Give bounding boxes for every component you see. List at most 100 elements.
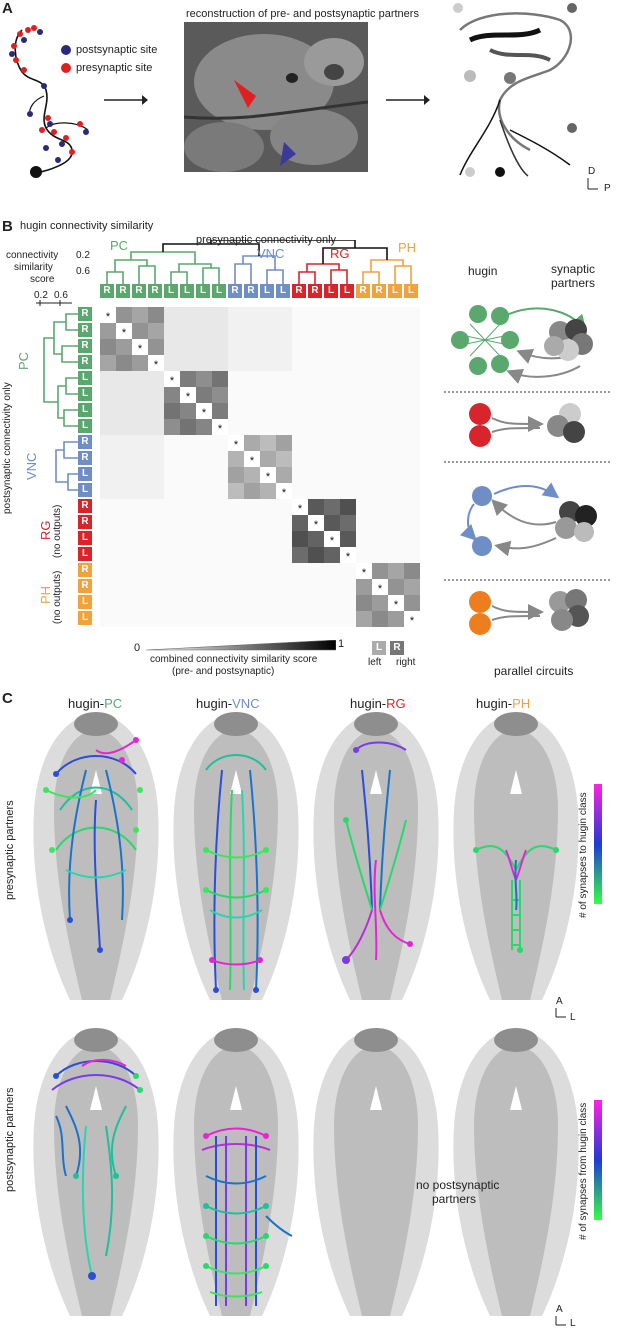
matrix-cell	[324, 323, 340, 339]
col-box: R	[244, 284, 258, 298]
matrix-cell	[388, 467, 404, 483]
matrix-cell	[180, 323, 196, 339]
col-box: L	[196, 284, 210, 298]
matrix-cell	[116, 419, 132, 435]
matrix-cell	[132, 435, 148, 451]
matrix-cell	[308, 515, 324, 531]
matrix-cell	[196, 419, 212, 435]
matrix-cell	[324, 387, 340, 403]
matrix-cell	[356, 547, 372, 563]
matrix-cell	[276, 515, 292, 531]
matrix-cell	[388, 579, 404, 595]
matrix-cell	[100, 467, 116, 483]
matrix-cell	[260, 435, 276, 451]
matrix-cell	[292, 515, 308, 531]
matrix-cell	[356, 531, 372, 547]
matrix-cell	[244, 355, 260, 371]
matrix-cell	[180, 563, 196, 579]
matrix-cell	[100, 611, 116, 627]
matrix-cell	[100, 451, 116, 467]
matrix-cell	[164, 435, 180, 451]
matrix-cell	[260, 515, 276, 531]
matrix-cell	[324, 611, 340, 627]
matrix-cell	[180, 483, 196, 499]
matrix-cell	[100, 371, 116, 387]
matrix-cell	[228, 499, 244, 515]
matrix-cell	[148, 611, 164, 627]
matrix-cell	[388, 371, 404, 387]
matrix-cell	[308, 323, 324, 339]
matrix-cell	[260, 323, 276, 339]
matrix-cell	[132, 579, 148, 595]
matrix-cell	[292, 611, 308, 627]
matrix-cell	[292, 563, 308, 579]
axis-l-label-1: L	[570, 1012, 576, 1023]
matrix-cell	[180, 387, 196, 403]
matrix-cell	[356, 419, 372, 435]
matrix-cell	[356, 451, 372, 467]
matrix-cell	[212, 531, 228, 547]
matrix-cell	[388, 323, 404, 339]
matrix-cell	[260, 611, 276, 627]
larva-ph-post	[453, 1028, 579, 1316]
matrix-cell	[292, 307, 308, 323]
matrix-cell	[116, 435, 132, 451]
matrix-cell	[212, 547, 228, 563]
diagonal-star: *	[138, 343, 143, 355]
matrix-cell	[388, 355, 404, 371]
matrix-cell	[228, 483, 244, 499]
matrix-cell	[356, 339, 372, 355]
matrix-cell	[244, 499, 260, 515]
matrix-cell	[244, 515, 260, 531]
matrix-cell	[340, 419, 356, 435]
matrix-cell	[308, 531, 324, 547]
diagonal-star: *	[154, 359, 159, 371]
matrix-cell	[372, 323, 388, 339]
matrix-cell	[308, 499, 324, 515]
matrix-cell	[132, 355, 148, 371]
matrix-cell	[260, 595, 276, 611]
matrix-cell	[116, 611, 132, 627]
matrix-cell	[244, 387, 260, 403]
matrix-cell	[356, 435, 372, 451]
col-title-rg: hugin-RG	[350, 696, 406, 711]
left-tick-02: 0.2	[34, 290, 48, 301]
matrix-cell	[244, 531, 260, 547]
matrix-cell	[356, 579, 372, 595]
matrix-cell	[404, 611, 420, 627]
col-box: R	[116, 284, 130, 298]
matrix-cell	[388, 307, 404, 323]
matrix-cell	[276, 483, 292, 499]
larva-rg-pre	[313, 712, 439, 1000]
matrix-cell	[212, 419, 228, 435]
matrix-cell	[228, 515, 244, 531]
matrix-cell	[100, 435, 116, 451]
matrix-cell	[340, 595, 356, 611]
matrix-cell	[308, 467, 324, 483]
matrix-cell	[180, 355, 196, 371]
matrix-cell	[324, 531, 340, 547]
matrix-cell	[164, 483, 180, 499]
col-box: R	[100, 284, 114, 298]
matrix-cell	[164, 307, 180, 323]
row-box: L	[78, 595, 92, 609]
matrix-cell	[132, 419, 148, 435]
matrix-cell	[164, 419, 180, 435]
matrix-cell	[308, 403, 324, 419]
matrix-cell	[148, 419, 164, 435]
matrix-cell	[196, 611, 212, 627]
matrix-cell	[308, 339, 324, 355]
diagonal-star: *	[410, 615, 415, 627]
row-box: L	[78, 387, 92, 401]
matrix-cell	[356, 611, 372, 627]
matrix-cell	[228, 419, 244, 435]
matrix-cell	[276, 563, 292, 579]
matrix-cell	[212, 595, 228, 611]
larva-vnc-pre	[173, 712, 299, 1000]
matrix-cell	[260, 403, 276, 419]
matrix-cell	[404, 467, 420, 483]
matrix-cell	[164, 499, 180, 515]
row-box: R	[78, 499, 92, 513]
col-box: R	[356, 284, 370, 298]
col-box: R	[228, 284, 242, 298]
